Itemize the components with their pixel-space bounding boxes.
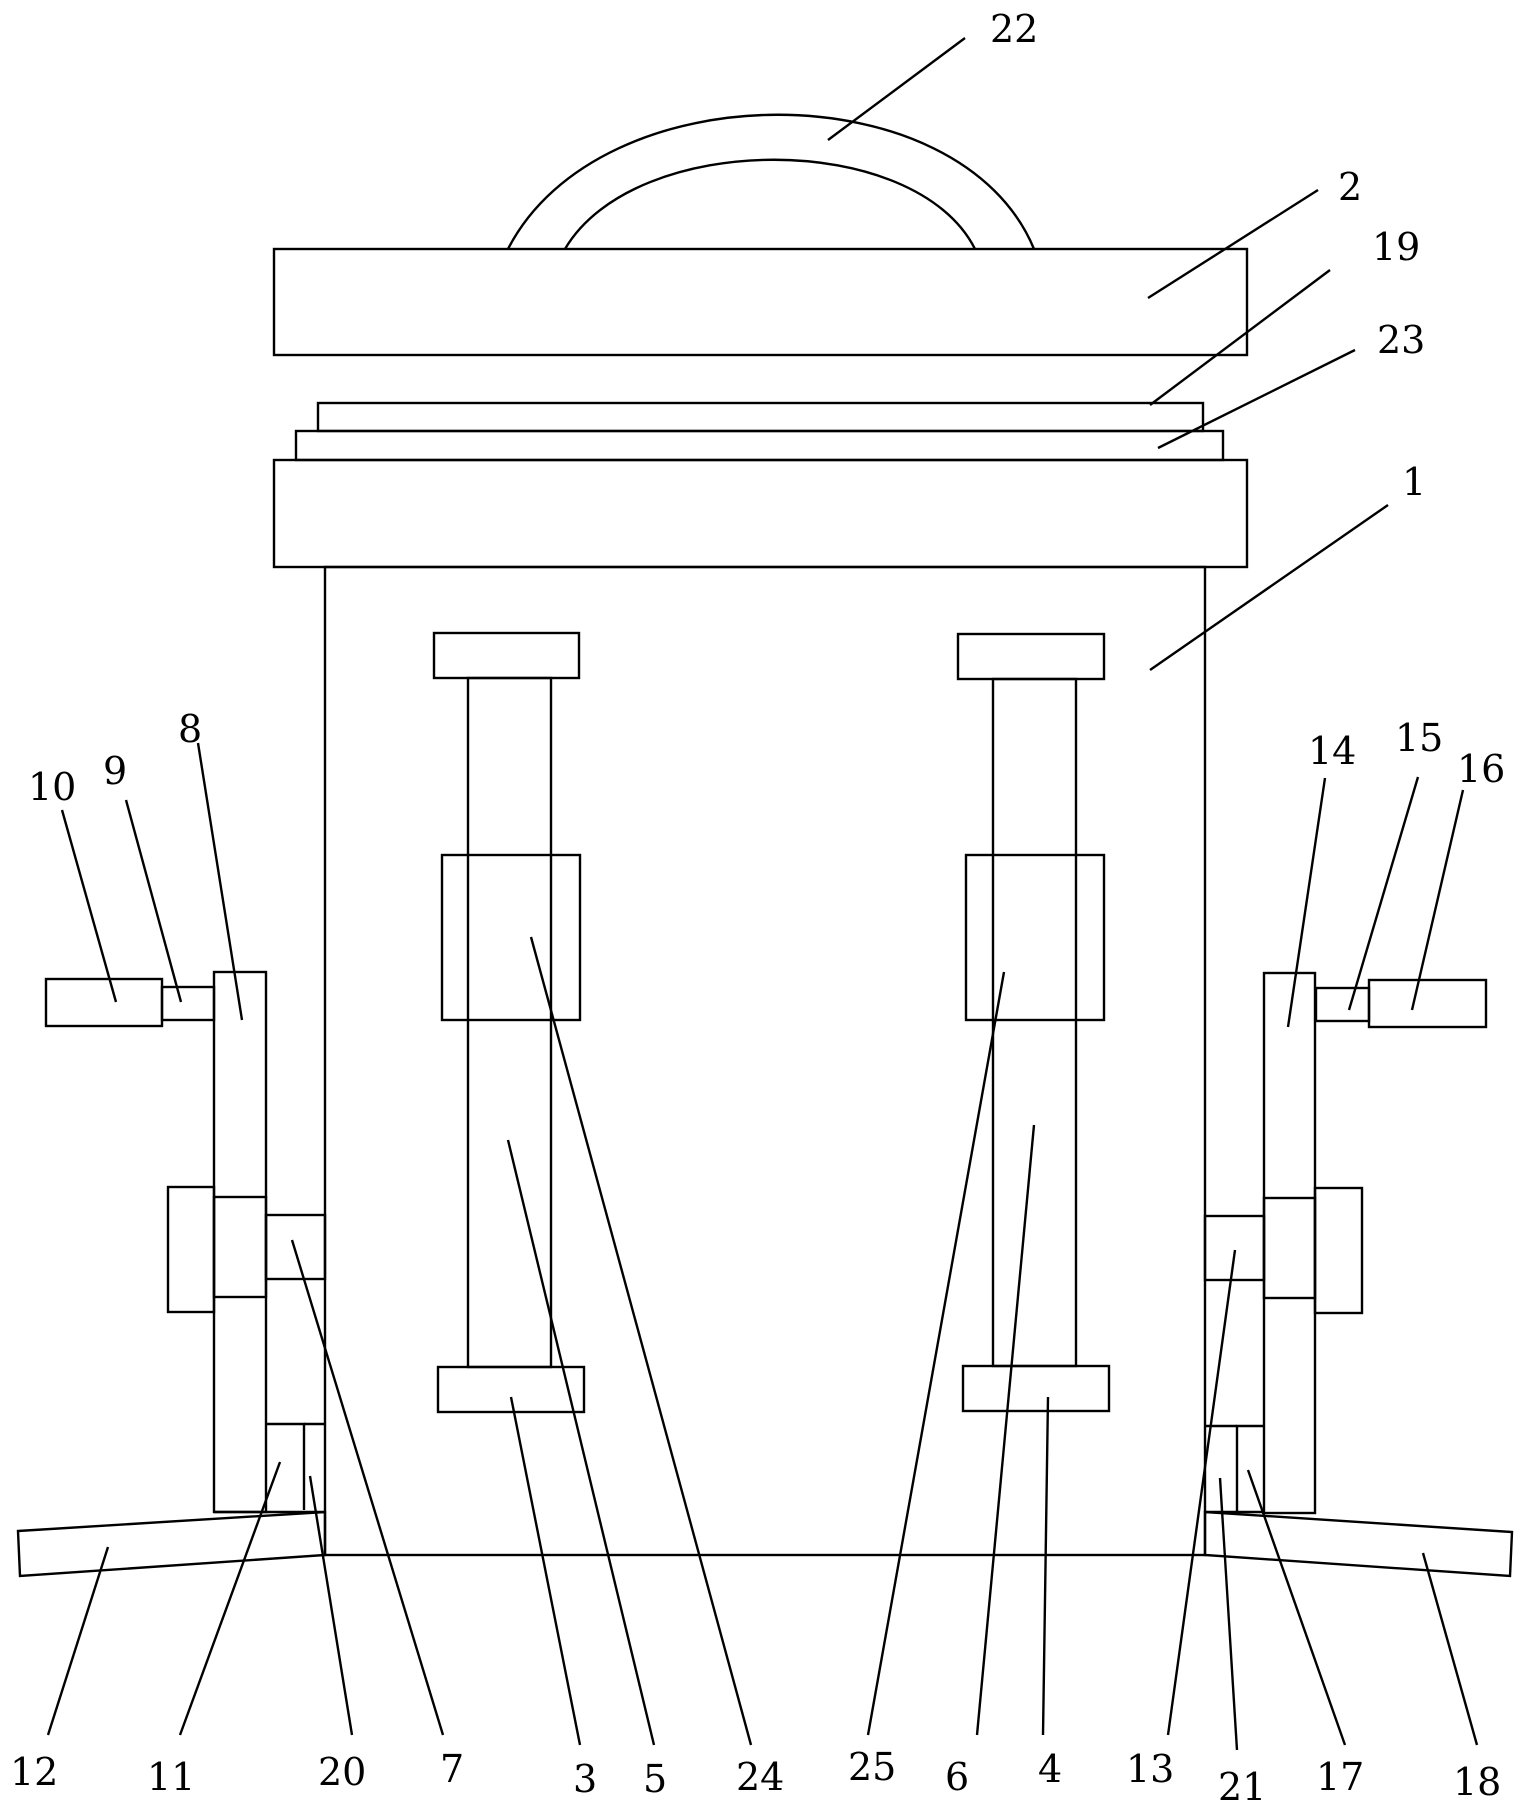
right-rail-assembly (958, 634, 1109, 1411)
reference-numerals: 22 2 19 23 1 8 9 10 14 15 16 12 11 20 7 … (10, 7, 1505, 1808)
left-clamp-assembly (18, 972, 325, 1576)
label-22: 22 (990, 7, 1038, 51)
handle (508, 115, 1034, 249)
label-23: 23 (1377, 318, 1425, 362)
label-19: 19 (1372, 225, 1420, 269)
label-15: 15 (1395, 716, 1443, 760)
seal-ring-upper (318, 403, 1203, 431)
label-21: 21 (1218, 1765, 1266, 1808)
label-8: 8 (178, 707, 202, 751)
label-14: 14 (1308, 729, 1356, 773)
body-rim (274, 460, 1247, 567)
label-1: 1 (1402, 460, 1426, 504)
seal-ring-lower (296, 431, 1223, 460)
label-11: 11 (147, 1755, 195, 1799)
label-9: 9 (103, 749, 127, 793)
label-18: 18 (1453, 1760, 1501, 1804)
label-7: 7 (440, 1747, 464, 1791)
label-10: 10 (28, 765, 76, 809)
label-20: 20 (318, 1750, 366, 1794)
label-12: 12 (10, 1750, 58, 1794)
label-4: 4 (1038, 1747, 1062, 1791)
label-13: 13 (1126, 1747, 1174, 1791)
label-17: 17 (1316, 1755, 1364, 1799)
label-25: 25 (848, 1745, 896, 1789)
main-body (325, 567, 1205, 1555)
leader-lines (48, 38, 1477, 1750)
left-rail-assembly (434, 633, 584, 1412)
label-24: 24 (736, 1755, 784, 1799)
label-16: 16 (1457, 747, 1505, 791)
lid (274, 249, 1247, 355)
label-2: 2 (1338, 165, 1362, 209)
right-clamp-assembly (1205, 973, 1512, 1576)
label-5: 5 (643, 1757, 667, 1801)
label-6: 6 (945, 1755, 969, 1799)
label-3: 3 (573, 1757, 597, 1801)
